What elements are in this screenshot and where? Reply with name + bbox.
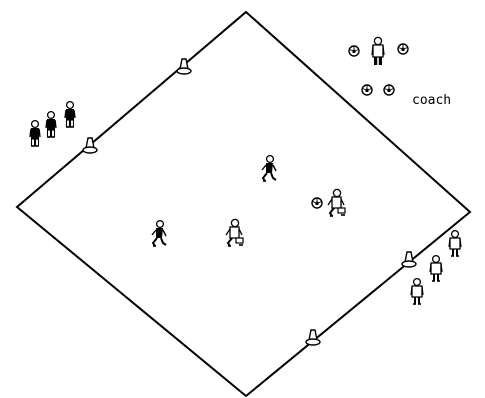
dark-player-icon	[30, 121, 40, 146]
light-player-icon	[411, 279, 423, 304]
soccer-ball-icon	[384, 85, 394, 95]
coach-label: coach	[412, 93, 451, 108]
soccer-ball-icon	[398, 44, 408, 54]
soccer-ball-icon	[349, 46, 359, 56]
light-player-icon	[328, 189, 345, 216]
cone-icon	[402, 252, 416, 267]
soccer-ball-icon	[312, 198, 322, 208]
dark-player-icon	[46, 112, 56, 137]
light-player-icon	[449, 231, 461, 256]
light-player-icon	[226, 219, 243, 246]
dark-player-icon	[65, 102, 75, 127]
coach-icon	[372, 37, 384, 65]
field-outline	[17, 12, 470, 396]
dark-player-icon	[262, 156, 276, 181]
light-player-icon	[430, 256, 442, 281]
soccer-ball-icon	[362, 85, 372, 95]
dark-player-icon	[152, 221, 166, 246]
